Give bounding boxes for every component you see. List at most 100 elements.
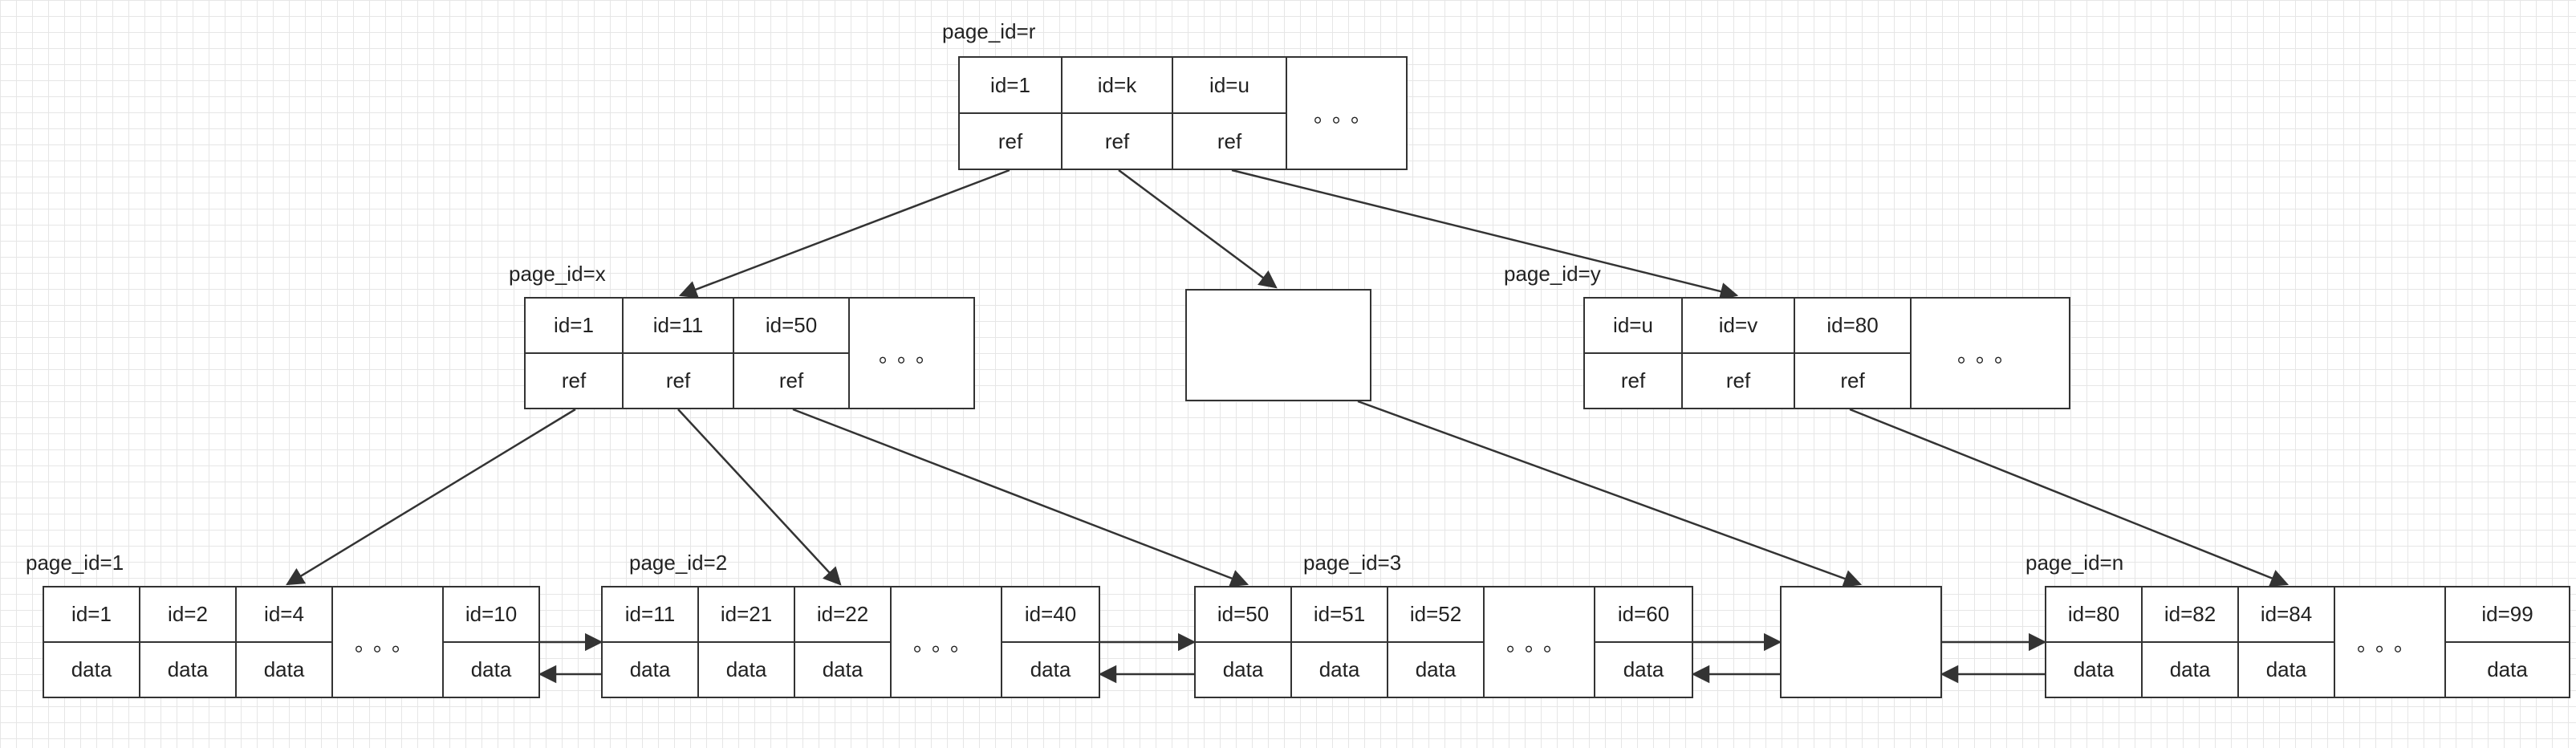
root-page: id=1 ref id=k ref id=u ref 。。。	[958, 56, 1408, 170]
x-entry-3: id=50 ref	[734, 299, 850, 408]
entry-value: data	[1318, 657, 1360, 681]
entry-key: id=1	[960, 58, 1061, 114]
entry-key: id=40	[1002, 587, 1099, 643]
entry-value: data	[2073, 657, 2115, 681]
entry-key: id=1	[44, 587, 139, 643]
pointer-arrow-root-x	[678, 169, 1010, 299]
entry-key: id=1	[526, 299, 622, 354]
p2-entry-2: id=21 data	[699, 587, 795, 697]
entry-key: id=10	[444, 587, 538, 643]
entry-value: ref	[1725, 368, 1751, 392]
entry-value: data	[2487, 657, 2528, 681]
pointer-arrow-root-mid	[1118, 169, 1278, 289]
y-entry-2: id=v ref	[1683, 299, 1795, 408]
pointer-arrow-x-p3	[792, 408, 1249, 587]
entry-key: id=21	[699, 587, 794, 643]
p3-entry-last: id=60 data	[1595, 587, 1692, 697]
leaf-page-empty	[1780, 586, 1942, 698]
entry-key: id=80	[2046, 587, 2141, 643]
entry-key: id=50	[734, 299, 848, 354]
p1-entry-1: id=1 data	[44, 587, 140, 697]
entry-key: id=82	[2143, 587, 2237, 643]
entry-key: id=4	[237, 587, 331, 643]
entry-value: ref	[778, 368, 804, 392]
entry-value: ref	[561, 368, 587, 392]
leaf-page-3: id=50 data id=51 data id=52 data 。。。 id=…	[1194, 586, 1693, 698]
entry-key: id=u	[1585, 299, 1681, 354]
entry-value: data	[470, 657, 512, 681]
p1-entry-last: id=10 data	[444, 587, 538, 697]
internal-page-empty	[1185, 289, 1371, 401]
entry-value: data	[2169, 657, 2211, 681]
p1-entry-3: id=4 data	[237, 587, 333, 697]
ellipsis: 。。。	[1313, 102, 1379, 127]
entry-value: data	[71, 657, 112, 681]
entry-key: id=v	[1683, 299, 1794, 354]
leaf-page-2: id=11 data id=21 data id=22 data 。。。 id=…	[601, 586, 1100, 698]
leaf-page-1: id=1 data id=2 data id=4 data 。。。 id=10 …	[43, 586, 540, 698]
page-label-3: page_id=3	[1303, 551, 1402, 575]
entry-key: id=11	[603, 587, 697, 643]
ellipsis: 。。。	[2335, 587, 2446, 697]
pn-entry-1: id=80 data	[2046, 587, 2143, 697]
pn-entry-last: id=99 data	[2446, 587, 2569, 697]
pn-entry-3: id=84 data	[2239, 587, 2335, 697]
page-label-y: page_id=y	[1504, 262, 1601, 286]
root-entry-1: id=1 ref	[960, 58, 1062, 169]
page-label-2: page_id=2	[629, 551, 728, 575]
entry-key: id=80	[1795, 299, 1910, 354]
root-entry-2: id=k ref	[1062, 58, 1173, 169]
y-entry-3: id=80 ref	[1795, 299, 1912, 408]
entry-value: data	[629, 657, 671, 681]
entry-value: data	[263, 657, 305, 681]
page-label-1: page_id=1	[26, 551, 124, 575]
entry-value: data	[1222, 657, 1264, 681]
ellipsis: 。。。	[333, 587, 444, 697]
entry-key: id=99	[2446, 587, 2569, 643]
entry-value: ref	[665, 368, 691, 392]
y-entry-1: id=u ref	[1585, 299, 1683, 408]
p1-entry-2: id=2 data	[140, 587, 237, 697]
root-entry-3: id=u ref	[1173, 58, 1287, 169]
leaf-page-n: id=80 data id=82 data id=84 data 。。。 id=…	[2045, 586, 2570, 698]
pointer-arrow-x-p1	[286, 408, 576, 586]
entry-value: data	[167, 657, 209, 681]
entry-key: id=51	[1292, 587, 1387, 643]
ellipsis: 。。。	[892, 587, 1002, 697]
page-label-n: page_id=n	[2025, 551, 2124, 575]
ellipsis: 。。。	[1956, 342, 2023, 367]
entry-value: data	[1623, 657, 1664, 681]
entry-value: data	[822, 657, 863, 681]
p2-entry-3: id=22 data	[795, 587, 892, 697]
x-entry-1: id=1 ref	[526, 299, 624, 408]
entry-value: data	[2265, 657, 2307, 681]
entry-value: ref	[1840, 368, 1865, 392]
pointer-arrow-mid-leafmid	[1357, 400, 1863, 587]
p3-entry-1: id=50 data	[1196, 587, 1292, 697]
page-label-root: page_id=r	[942, 19, 1036, 43]
entry-value: ref	[997, 128, 1023, 153]
ellipsis: 。。。	[878, 342, 945, 367]
ellipsis: 。。。	[1485, 587, 1595, 697]
p2-entry-1: id=11 data	[603, 587, 699, 697]
entry-key: id=50	[1196, 587, 1290, 643]
entry-key: id=52	[1388, 587, 1483, 643]
entry-value: data	[725, 657, 767, 681]
page-label-x: page_id=x	[509, 262, 606, 286]
entry-value: ref	[1217, 128, 1242, 153]
entry-key: id=60	[1595, 587, 1692, 643]
p3-entry-2: id=51 data	[1292, 587, 1388, 697]
entry-value: data	[1030, 657, 1071, 681]
pointer-arrow-root-y	[1231, 169, 1739, 301]
x-entry-2: id=11 ref	[624, 299, 734, 408]
entry-key: id=2	[140, 587, 235, 643]
p2-entry-last: id=40 data	[1002, 587, 1099, 697]
entry-key: id=84	[2239, 587, 2334, 643]
entry-key: id=11	[624, 299, 733, 354]
p3-entry-3: id=52 data	[1388, 587, 1485, 697]
pn-entry-2: id=82 data	[2143, 587, 2239, 697]
internal-page-x: id=1 ref id=11 ref id=50 ref 。。。	[524, 297, 975, 409]
entry-value: data	[1415, 657, 1457, 681]
entry-key: id=u	[1173, 58, 1286, 114]
